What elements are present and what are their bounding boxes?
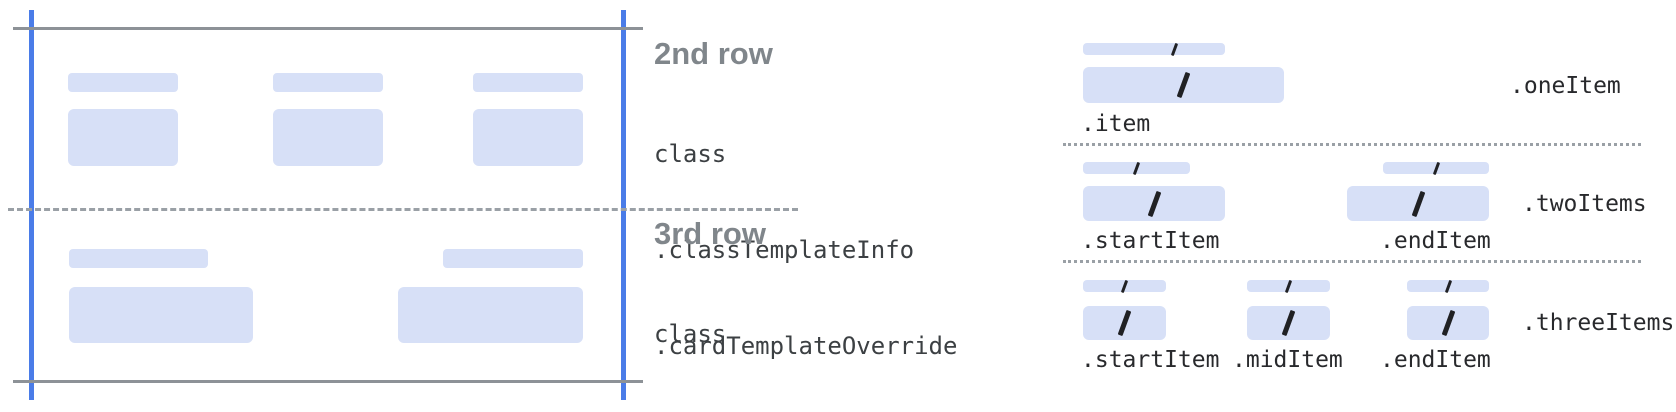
slash-icon	[1132, 161, 1141, 175]
item-field-label: .item	[1081, 111, 1151, 137]
placeholder-content-block	[273, 109, 383, 166]
slash-icon	[1444, 279, 1452, 293]
slash-icon	[1441, 309, 1455, 337]
left-guide-line	[29, 10, 34, 400]
placeholder-label-bar	[473, 73, 583, 92]
layout-name-one-item: .oneItem	[1510, 73, 1621, 99]
item-value-bar	[1407, 306, 1489, 340]
slash-icon	[1120, 279, 1129, 293]
card-bottom-border-line	[13, 380, 643, 383]
end-item-field-label: .endItem	[1380, 347, 1491, 373]
code-line: .cardTemplateOverride	[654, 332, 958, 360]
layout-name-three-items: .threeItems	[1522, 310, 1675, 336]
slash-icon	[1147, 190, 1161, 217]
slash-icon	[1284, 279, 1293, 293]
placeholder-content-block	[398, 287, 583, 343]
layout-divider-dotted-line	[1063, 260, 1641, 263]
third-row-code-block: class .classTemplateInfo .cardTemplateOv…	[654, 254, 1001, 412]
slash-icon	[1281, 309, 1296, 337]
item-label-bar	[1383, 161, 1489, 175]
card-top-border-line	[13, 27, 643, 30]
item-label-bar	[1407, 279, 1489, 293]
second-row-code-block: class .classTemplateInfo .cardTemplateOv…	[654, 74, 1001, 412]
slash-icon	[1117, 309, 1132, 337]
mid-item-field-label: .midItem	[1232, 347, 1343, 373]
end-item-field-label: .endItem	[1380, 228, 1491, 254]
layout-name-two-items: .twoItems	[1522, 191, 1647, 217]
third-row-title: 3rd row	[654, 216, 766, 251]
second-row-title: 2nd row	[654, 36, 773, 71]
placeholder-content-block	[473, 109, 583, 166]
slash-icon	[1170, 42, 1179, 56]
placeholder-content-block	[68, 109, 178, 166]
start-item-field-label: .startItem	[1081, 347, 1220, 373]
right-guide-line	[621, 10, 626, 400]
item-value-bar	[1083, 186, 1225, 221]
item-label-bar	[1247, 279, 1330, 293]
code-line: .classTemplateInfo	[654, 236, 915, 264]
placeholder-label-bar	[443, 249, 583, 268]
item-value-bar	[1347, 186, 1489, 221]
item-value-bar	[1247, 306, 1330, 340]
code-line: class	[654, 320, 727, 348]
placeholder-label-bar	[273, 73, 383, 92]
row-divider-dashed-line	[8, 208, 798, 211]
placeholder-label-bar	[69, 249, 208, 268]
slash-icon	[1432, 161, 1440, 175]
slash-icon	[1176, 71, 1191, 99]
item-label-bar	[1083, 279, 1166, 293]
placeholder-content-block	[69, 287, 253, 343]
item-label-bar	[1083, 42, 1225, 56]
code-line: class	[654, 140, 727, 168]
placeholder-label-bar	[68, 73, 178, 92]
item-value-bar	[1083, 67, 1284, 103]
item-value-bar	[1083, 306, 1166, 340]
slash-icon	[1411, 190, 1425, 217]
item-label-bar	[1083, 161, 1190, 175]
start-item-field-label: .startItem	[1081, 228, 1220, 254]
layout-divider-dotted-line	[1063, 143, 1641, 146]
